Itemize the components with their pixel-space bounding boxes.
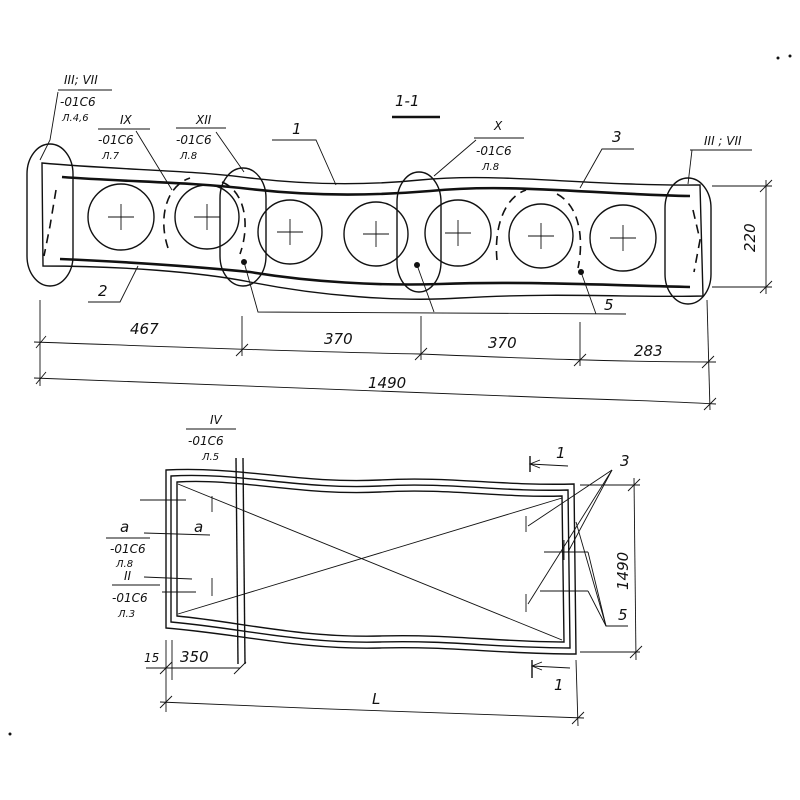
dim-350: 350 [180,648,209,666]
position-2-label: 2 [98,282,108,300]
dim-467: 467 [130,320,159,338]
dim-283: 283 [634,342,663,360]
plan-position-3-label: 3 [620,452,630,470]
plan-section-line-iv-b [242,457,246,665]
callout-x-mark: X [493,119,503,133]
cut-mark-bottom: 1 [530,660,571,694]
cut-mark-top: 1 [528,444,569,472]
callout-a-left: а -01C6 Л.8 [106,518,150,570]
dim-1490: 1490 [368,374,406,392]
callout-ii-mark: II [124,569,132,583]
callout-x-ref: -01C6 [476,144,512,158]
plan-length-dimension: L [159,659,585,727]
scan-speck-3 [8,732,12,736]
callout-right-end-mark: III ; VII [704,134,742,148]
slab-outline [41,162,704,300]
cut-mark-top-label: 1 [556,444,566,462]
plan-section-line-iv-a [235,457,239,665]
plan-outline-outer [165,468,577,655]
callout-a-right-mark: а [194,518,203,536]
web-frame-xii [221,181,246,255]
height-value: 220 [741,223,759,252]
callout-ix-ref: -01C6 [98,133,134,147]
left-end-detail [43,189,57,257]
plan-end-dimensions: 15 350 [144,640,247,712]
section-title: 1-1 [395,92,420,110]
scan-speck-2 [788,54,792,58]
scan-speck-1 [776,56,780,60]
callout-iv-sheet: Л.5 [201,452,219,463]
core-3 [257,199,323,265]
plan-width-value: 1490 [614,552,632,590]
callout-xii-sheet: Л.8 [179,151,197,162]
position-1-leader: 1 [272,120,337,186]
plan-position-3: 3 [527,452,630,605]
callout-ellipse-right-end [664,177,712,305]
position-5-label: 5 [604,296,614,314]
callout-iv-mark: IV [210,413,223,427]
web-frame-ix [163,177,191,249]
plan-position-5: 5 [575,521,628,627]
callout-ix-mark: IX [120,113,133,127]
callout-iv: IV -01C6 Л.5 [186,413,236,463]
dim-15: 15 [144,651,159,665]
callout-left-end-ref: -01C6 [60,95,96,109]
position-3-leader: 3 [579,128,634,189]
callout-ellipse-left-end [26,143,74,287]
callout-left-end: III; VII -01C6 Л.4,6 [39,73,112,161]
callout-x-sheet: Л.8 [481,162,499,173]
core-6 [508,203,574,269]
callout-x: X -01C6 Л.8 [433,119,524,177]
core-2 [174,184,240,250]
core-4 [343,201,409,267]
callout-a-left-mark: а [120,518,129,536]
plan-view: IV -01C6 Л.5 а -01C6 Л.8 а II -01C6 Л.3 … [106,413,643,727]
callout-a-left-sheet: Л.8 [115,559,133,570]
plan-width-dimension: 1490 [580,477,643,661]
callout-left-end-sheet: Л.4,6 [61,113,89,124]
callout-ix: IX -01C6 Л.7 [98,113,173,191]
dim-length-L: L [372,690,380,708]
callout-ellipse-x [396,171,442,293]
core-7 [589,204,657,272]
callout-ellipse-xii [219,167,267,287]
dim-370-b: 370 [488,334,517,352]
callout-xii-mark: XII [195,113,212,127]
height-dimension: 220 [712,179,773,294]
plan-outline-inner [176,480,565,643]
callout-ii: II -01C6 Л.3 [112,569,160,620]
callout-right-end: III ; VII [687,134,752,185]
top-rebar [61,175,691,198]
callout-left-end-mark: III; VII [64,73,98,87]
web-frame-5 [556,193,582,269]
position-3-label: 3 [612,128,622,146]
position-5-leader: 5 [243,261,627,315]
callout-ii-sheet: Л.3 [117,609,135,620]
plan-outline-mid [170,474,571,649]
callout-ix-sheet: Л.7 [101,151,120,162]
callout-xii: XII -01C6 Л.8 [176,113,245,173]
position-2-leader: 2 [88,265,139,303]
callout-xii-ref: -01C6 [176,133,212,147]
core-5 [424,199,492,267]
plan-diagonal-1 [177,483,563,641]
hollow-cores [87,183,657,272]
bottom-rebar [59,257,691,289]
dim-370-a: 370 [324,330,353,348]
core-1 [87,183,155,251]
plan-diagonal-2 [177,497,563,615]
callout-iv-ref: -01C6 [188,434,224,448]
callout-a-left-ref: -01C6 [110,542,146,556]
section-view: 1-1 [26,73,773,411]
right-end-detail [692,209,701,273]
dimension-chain: 467 370 370 283 1490 [33,299,717,411]
position-1-label: 1 [292,120,302,138]
cut-mark-bottom-label: 1 [554,676,564,694]
plan-position-5-label: 5 [618,606,628,624]
callout-ii-ref: -01C6 [112,591,148,605]
